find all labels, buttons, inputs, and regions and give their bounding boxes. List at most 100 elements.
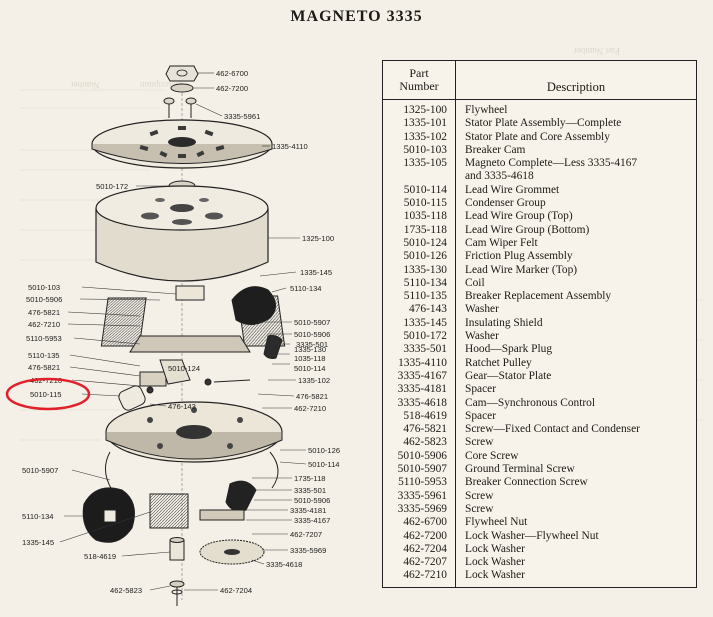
callout-5010-115: 5010-115 [30,390,62,399]
callout-leader-lines [59,72,307,591]
part-number-cell: 1325-100 [403,104,447,116]
description-cell: Cam—Synchronous Control [465,396,596,409]
svg-text:Part Number: Part Number [574,46,620,56]
description-cell: Ground Terminal Screw [465,463,575,476]
description-cell: Stator Plate and Core Assembly [465,130,610,143]
callout-3335-4618: 3335-4618 [266,560,302,569]
callout-5010-5906-left: 5010-5906 [26,295,62,304]
ratchet-screws-drawing [163,97,197,118]
callout-5010-103: 5010-103 [28,283,60,292]
part-number-cell: 1335-101 [403,117,447,130]
description-cell: Ratchet Pulley [465,356,532,369]
callout-1035-118: 1035-118 [294,354,326,363]
description-cell: Screw [465,436,494,449]
description-cell: Lead Wire Group (Top) [465,210,573,223]
description-header: Description [546,80,606,94]
callout-462-7204: 462-7204 [220,586,252,595]
description-cell: Stator Plate Assembly—Complete [465,117,622,130]
callout-476-5821-right: 476-5821 [296,392,328,401]
part-number-cell: 1335-4110 [398,356,447,369]
callout-3335-4181: 3335-4181 [290,506,326,515]
part-number-cell: 5110-135 [403,290,447,303]
callout-5010-126: 5010-126 [308,446,340,455]
callout-5010-114-bottom: 5010-114 [308,460,340,469]
part-number-cell: 3335-5961 [397,489,447,502]
description-cell: Lead Wire Marker (Top) [465,263,578,276]
table-row: 3335-5961 Screw [383,490,696,503]
description-cell: Breaker Cam [465,143,526,156]
callout-1335-102: 1335-102 [298,376,330,385]
callout-5010-5906-right: 5010-5906 [294,330,330,339]
description-cell: Screw—Fixed Contact and Condenser [465,423,640,436]
description-cell: Screw [465,489,494,502]
description-cell: Friction Plug Assembly [465,250,573,263]
callout-5010-114-top: 5010-114 [294,364,326,373]
callout-462-7200: 462-7200 [216,84,248,93]
callout-5010-124: 5010-124 [168,364,200,373]
part-number-header: Part Number [383,61,456,99]
callout-476-143: 476-143 [168,402,196,411]
description-cell: Flywheel [465,104,508,116]
part-number-cell [383,170,455,183]
description-cell: Spacer [465,409,496,422]
callout-1735-118: 1735-118 [294,474,326,483]
description-cell: Core Screw [465,449,519,462]
stator-plate-drawing [105,401,283,499]
part-number-cell: 1735-118 [403,223,447,236]
spacer-drawing [169,537,185,561]
page-title: MAGNETO 3335 [290,8,423,25]
part-number-cell: 1035-118 [403,210,447,223]
callout-462-7210-right: 462-7210 [294,404,326,413]
description-cell: Spacer [465,383,496,396]
part-number-cell: 462-7210 [403,569,447,582]
table-row: 1325-100 Flywheel [383,104,696,117]
description-cell: Condenser Group [465,197,546,210]
parts-table-body: 1325-100 Flywheel 1335-101 Stator Plate Ass… [383,100,696,587]
description-cell: Washer [465,330,499,343]
part-number-cell: 5010-126 [403,250,447,263]
svg-text:Description: Description [140,80,182,90]
description-cell: Lock Washer [465,569,525,582]
table-row: 5010-126 Friction Plug Assembly [383,250,696,263]
part-number-cell: 462-7204 [403,542,447,555]
part-number-cell: 1335-105 [403,157,447,170]
description-cell: Hood—Spark Plug [465,343,553,356]
description-cell: Gear—Stator Plate [465,369,552,382]
callout-3335-4167: 3335-4167 [294,516,330,525]
table-row: 1035-118 Lead Wire Group (Top) [383,210,696,223]
description-cell: Lead Wire Grommet [465,183,560,196]
highlight-circle-5010-115 [5,377,91,411]
callout-1335-4110: 1335-4110 [272,142,308,151]
table-row: 1335-101 Stator Plate Assembly—Complete [383,117,696,130]
callout-5110-134-bottom: 5110-134 [22,512,54,521]
lower-coil-drawing [82,480,257,543]
part-number-cell: 5110-134 [403,276,447,289]
callout-5010-5907-right: 5010-5907 [294,318,330,327]
part-number-cell: 3335-4167 [397,369,447,382]
callout-5110-134-top: 5110-134 [290,284,322,293]
description-cell: Coil [465,276,485,289]
description-cell: Washer [465,303,499,316]
description-cell: Screw [465,502,494,515]
bottom-screw-drawing [169,580,185,606]
